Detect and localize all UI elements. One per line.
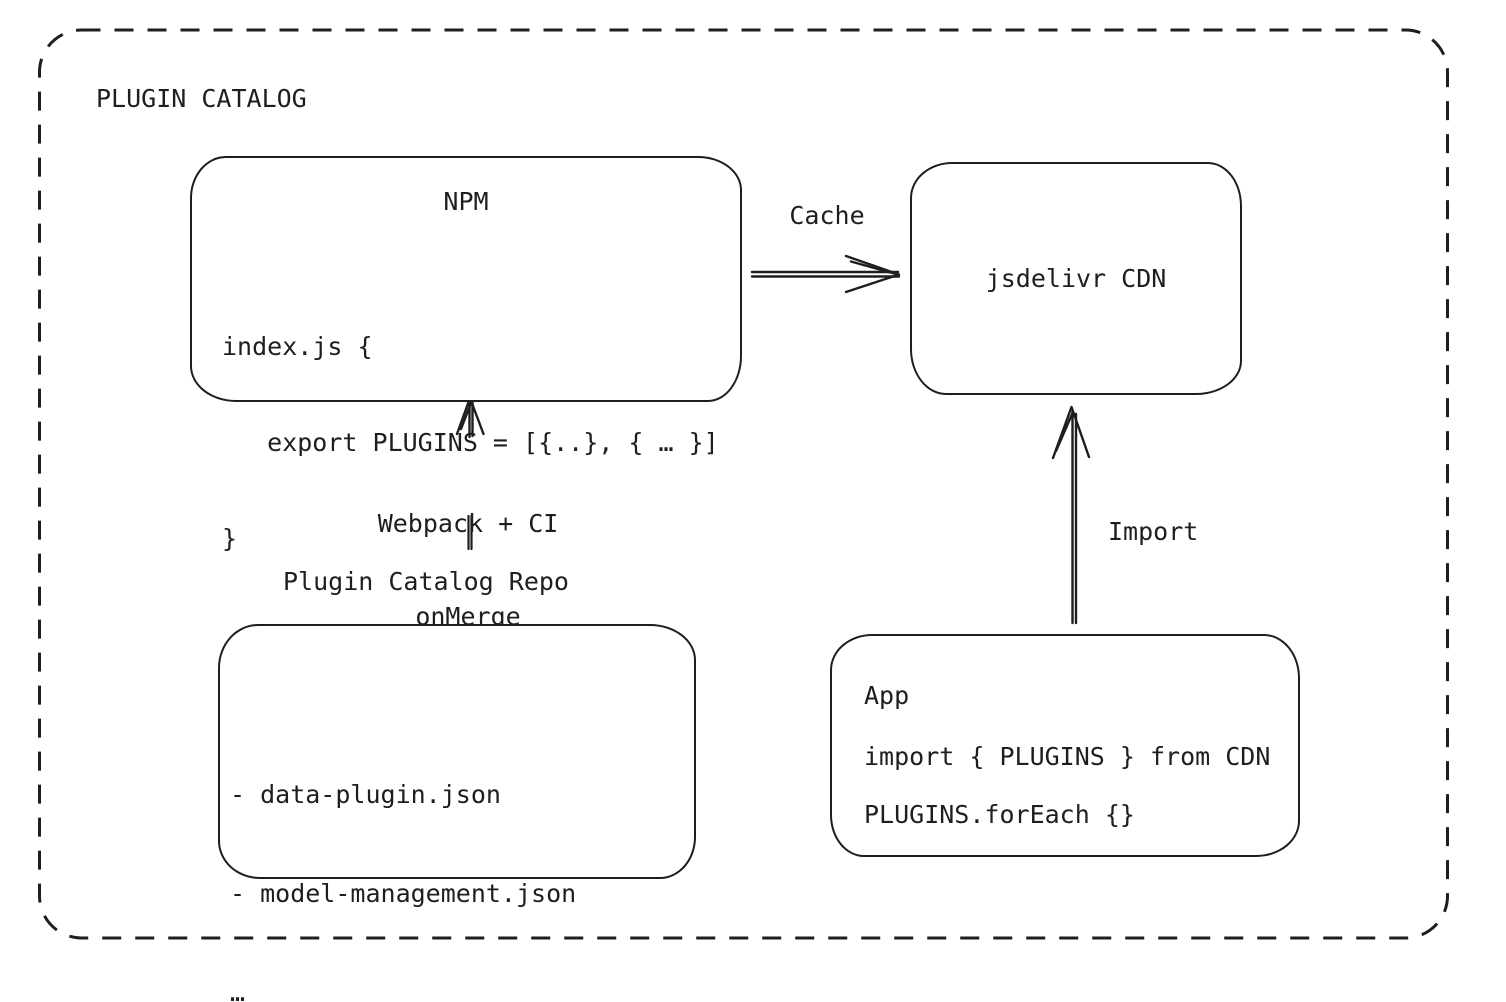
cdn-node: jsdelivr CDN [910,162,1242,395]
diagram-title: PLUGIN CATALOG [96,84,307,113]
npm-node-title: NPM [443,187,489,216]
app-node-title: App [864,681,910,710]
repo-file-item: - model-management.json [230,879,577,908]
import-arrow [1051,405,1091,625]
repo-node-label: Plugin Catalog Repo [283,567,569,596]
repo-node: - data-plugin.json - model-management.js… [218,624,696,1002]
cache-arrow [750,254,901,294]
import-edge-label: Import [1108,517,1199,546]
app-code-line: PLUGINS.forEach {} [864,800,1135,829]
npm-code-block: index.js { export PLUGINS = [{..}, { … }… [192,217,740,619]
catalog-frame-border [38,28,1449,940]
npm-code-line: index.js { [222,332,373,361]
npm-code-line: } [222,524,238,553]
npm-node: NPM index.js { export PLUGINS = [{..}, {… [190,156,742,553]
npm-code-line: export PLUGINS = [{..}, { … }] [222,428,719,457]
app-node: App import { PLUGINS } from CDN PLUGINS.… [830,634,1300,857]
cache-edge-label: Cache [789,201,865,230]
cdn-node-label: jsdelivr CDN [985,264,1167,293]
repo-file-list: - data-plugin.json - model-management.js… [220,626,694,1002]
repo-file-item: - data-plugin.json [230,780,501,809]
app-code-line: import { PLUGINS } from CDN [864,742,1271,771]
build-edge-label-line1: Webpack + CI [377,509,559,538]
repo-file-item: … [230,978,246,1002]
build-connector-line [467,514,473,551]
